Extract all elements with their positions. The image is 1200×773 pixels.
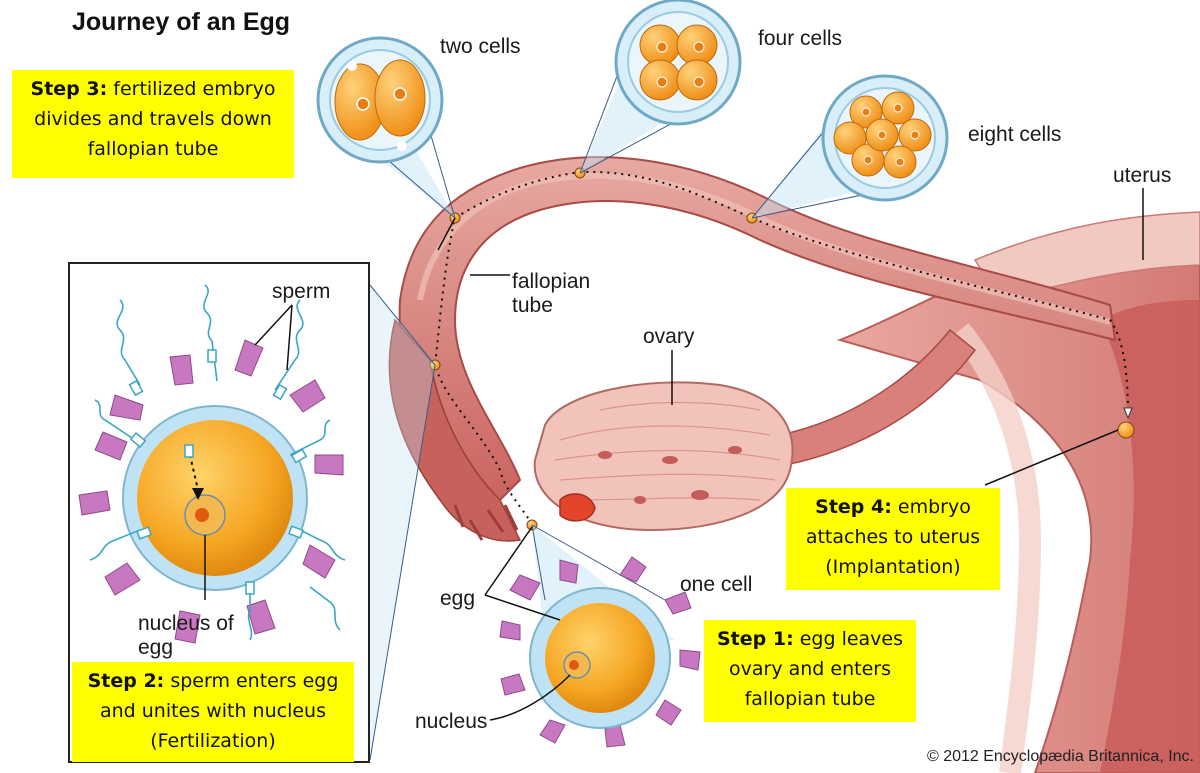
step-3-box: Step 3: fertilized embryo divides and tr… [12, 70, 294, 178]
label-one-cell: one cell [680, 573, 753, 596]
path-arrowhead [1123, 407, 1133, 420]
step-3-line-3: fallopian tube [87, 138, 219, 160]
step-3-heading: Step 3: [30, 78, 108, 100]
step-1-line-2: ovary and enters [729, 658, 891, 680]
label-fallopian-tube: fallopian tube [512, 270, 591, 317]
label-ovary: ovary [643, 325, 695, 348]
label-egg: egg [440, 587, 476, 610]
label-uterus: uterus [1113, 164, 1172, 187]
one-cell-zoom [499, 556, 701, 748]
step-2-box: Step 2: sperm enters egg and unites with… [72, 662, 354, 762]
step-2-line-3: (Fertilization) [150, 730, 276, 752]
step-4-heading: Step 4: [815, 496, 892, 518]
step-3-line-2: divides and travels down [34, 108, 272, 130]
ovarian-ligament [779, 328, 977, 466]
label-nucleus: nucleus [415, 710, 488, 733]
label-nucleus-of-egg: nucleus of egg [138, 612, 234, 659]
step-1-line-1: egg leaves [799, 628, 904, 650]
copyright-credit: © 2012 Encyclopædia Britannica, Inc. [926, 748, 1194, 765]
step-2-heading: Step 2: [87, 670, 165, 692]
label-sperm: sperm [272, 280, 331, 303]
ovary [533, 381, 794, 532]
fallopian-tube [388, 156, 1117, 542]
step-1-heading: Step 1: [716, 628, 794, 650]
step-4-line-2: attaches to uterus [805, 526, 981, 548]
step-4-line-1: embryo [897, 496, 971, 518]
step-2-line-2: and unites with nucleus [99, 700, 326, 722]
eight-cells-zoom [821, 74, 949, 202]
step-1-box: Step 1: egg leaves ovary and enters fall… [704, 620, 916, 722]
two-cells-zoom [316, 36, 444, 164]
label-four-cells: four cells [758, 27, 843, 50]
step-3-line-1: fertilized embryo [113, 78, 276, 100]
step-2-line-1: sperm enters egg [170, 670, 339, 692]
leader-lines [204, 188, 1144, 721]
implanted-embryo [1117, 421, 1135, 439]
four-cells-zoom [614, 0, 742, 126]
label-two-cells: two cells [440, 35, 521, 58]
fertilization-inset [78, 284, 346, 644]
step-1-line-3: fallopian tube [744, 688, 876, 710]
step-4-line-3: (Implantation) [825, 556, 961, 578]
fertilization-inset-frame [68, 262, 370, 763]
label-eight-cells: eight cells [968, 123, 1062, 146]
step-4-box: Step 4: embryo attaches to uterus (Impla… [786, 488, 1000, 590]
diagram-title: Journey of an Egg [72, 8, 291, 36]
